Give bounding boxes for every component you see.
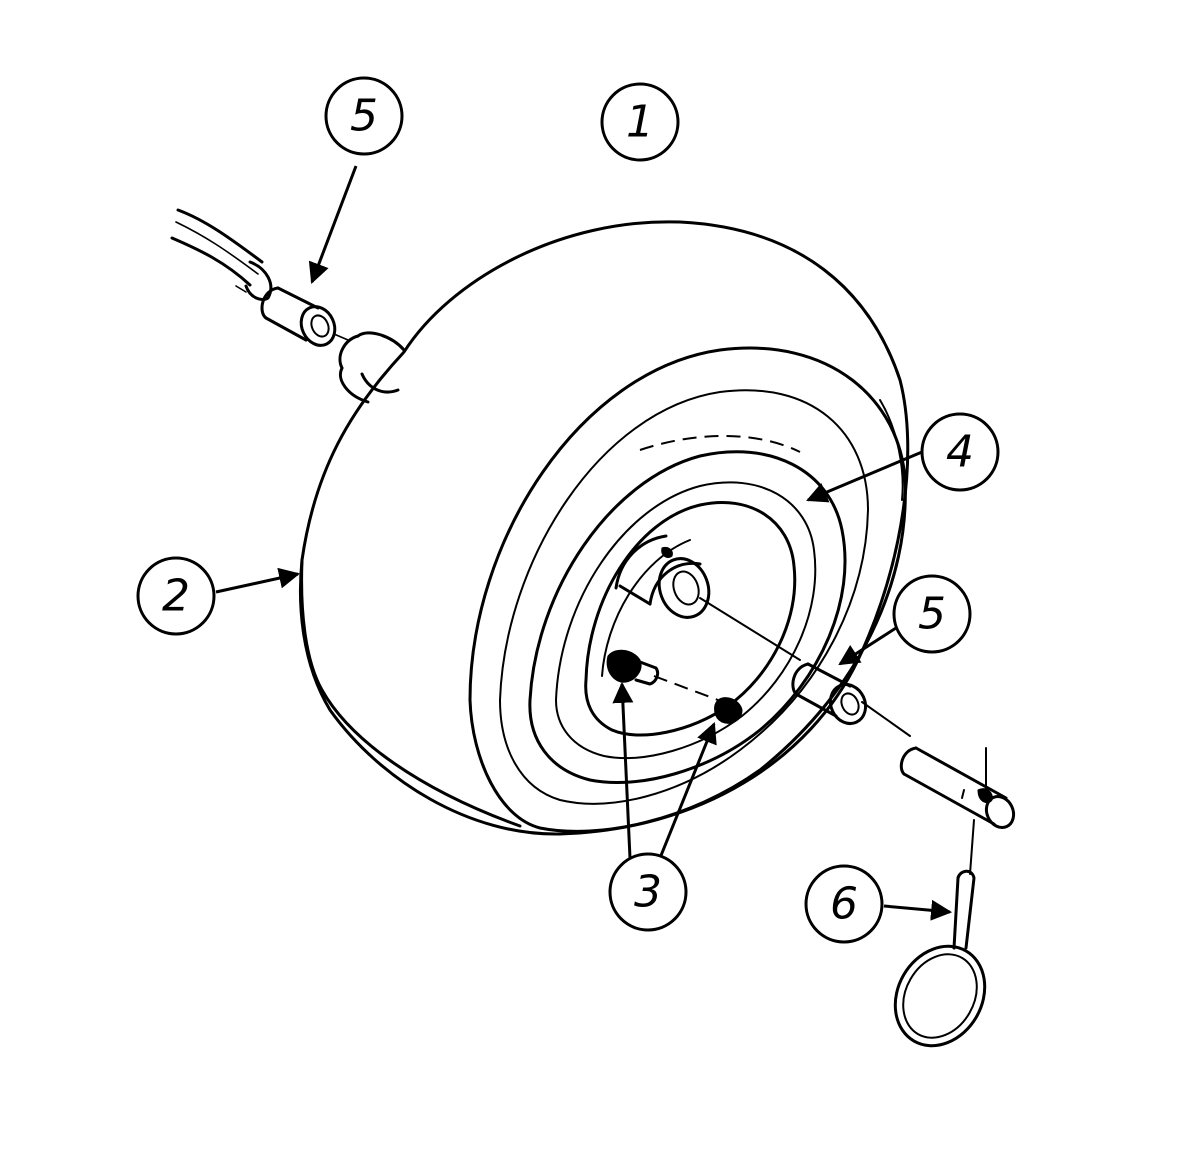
callout-1: 1	[600, 82, 680, 162]
callout-5-right-label: 5	[918, 589, 946, 640]
callout-5-left-label: 5	[350, 91, 378, 142]
callout-1-label: 1	[626, 97, 654, 148]
hub-bore	[614, 534, 711, 619]
spacer-bushing-right	[791, 662, 868, 725]
callout-3-label: 3	[634, 867, 662, 918]
hair-pin-clip	[893, 747, 987, 1048]
callout-2: 2	[136, 556, 216, 636]
leader-lines	[215, 165, 953, 921]
callout-5-right: 5	[892, 574, 972, 654]
callout-5-left: 5	[324, 76, 404, 156]
spacer-bushing-left	[260, 286, 349, 347]
axle-pin	[899, 746, 1016, 830]
rim-wheel	[528, 434, 847, 784]
tire	[298, 220, 910, 836]
callout-2-label: 2	[162, 571, 190, 622]
callout-4: 4	[920, 412, 1000, 492]
callout-3: 3	[608, 852, 688, 932]
callout-4-label: 4	[946, 427, 974, 478]
axle-centerline	[699, 597, 911, 737]
callout-6-label: 6	[830, 879, 858, 930]
grease-fittings	[606, 649, 743, 724]
callout-6: 6	[804, 864, 884, 944]
axle-shaft	[170, 208, 273, 301]
